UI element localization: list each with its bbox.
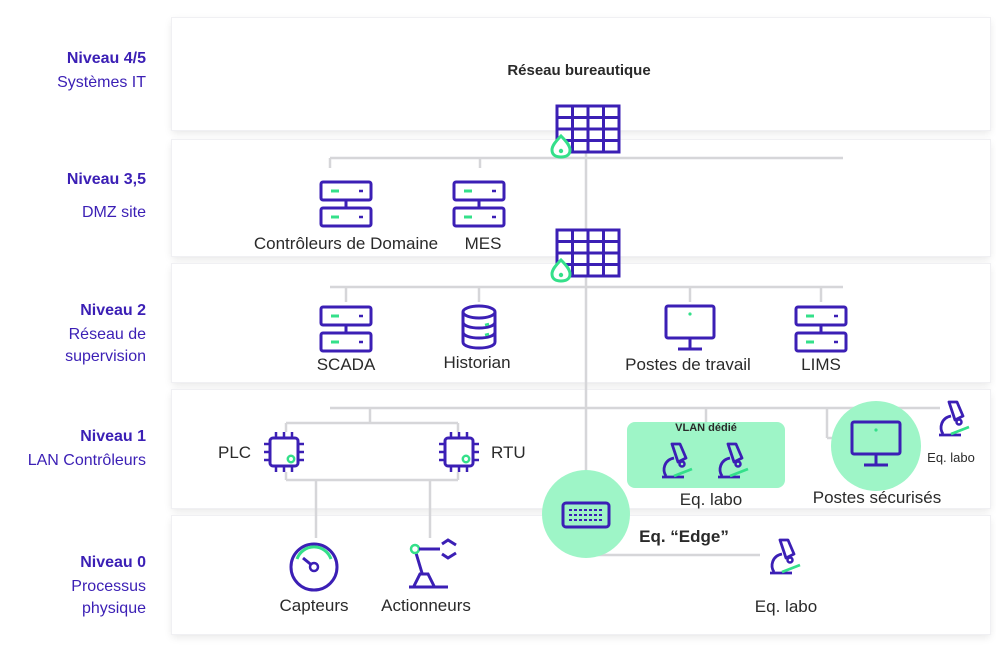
monitor-icon-workstations [664, 304, 716, 351]
server-icon-domain-controllers [319, 180, 373, 228]
edge-device-icon [561, 501, 611, 529]
connection-lines [284, 150, 940, 557]
actuators-label: Actionneurs [381, 596, 471, 615]
chip-icon-plc [262, 430, 306, 474]
workstations-label: Postes de travail [625, 355, 751, 374]
vlan-label: VLAN dédié [675, 422, 737, 434]
plc-label: PLC [218, 443, 252, 462]
mes-label: MES [464, 234, 502, 253]
firewall-icon-top [550, 104, 621, 159]
rtu-label: RTU [491, 443, 526, 462]
lab-equipment-small-label: Eq. labo [927, 450, 975, 465]
lab-equipment-level0-label: Eq. labo [754, 597, 818, 616]
domain-controllers-label: Contrôleurs de Domaine [253, 234, 439, 253]
level-0-subtitle-line2: physique [81, 600, 146, 617]
level-2-subtitle-line2: supervision [65, 348, 146, 365]
gauge-icon [289, 542, 339, 592]
level-4-5-subtitle: Systèmes IT [57, 74, 146, 91]
scada-label: SCADA [316, 355, 376, 374]
database-icon-historian [461, 304, 497, 350]
level-3-5-title: Niveau 3,5 [66, 171, 146, 188]
level-0-subtitle-line1: Processus [71, 578, 146, 595]
level-4-5-title: Niveau 4/5 [66, 50, 146, 67]
level-1-subtitle: LAN Contrôleurs [27, 452, 146, 469]
lab-equipment-vlan-label: Eq. labo [679, 490, 743, 509]
historian-label: Historian [443, 353, 511, 372]
edge-label: Eq. “Edge” [639, 527, 729, 546]
lims-label: LIMS [801, 355, 841, 374]
secure-workstations-halo [831, 401, 921, 491]
microscope-icon-level0 [768, 538, 802, 575]
level-2-title: Niveau 2 [80, 302, 146, 319]
server-icon-mes [452, 180, 506, 228]
server-icon-scada [319, 305, 373, 353]
server-icon-lims [794, 305, 848, 353]
firewall-icon-dmz [550, 228, 621, 283]
chip-icon-rtu [437, 430, 481, 474]
sensors-label: Capteurs [279, 596, 349, 615]
secure-workstations-label: Postes sécurisés [812, 488, 942, 507]
level-2-subtitle-line1: Réseau de [68, 326, 146, 343]
office-network-label: Réseau bureautique [507, 62, 651, 79]
level-0-title: Niveau 0 [80, 554, 146, 571]
band-level-2 [172, 264, 990, 382]
level-3-5-subtitle: DMZ site [82, 204, 146, 221]
robot-arm-icon [409, 538, 457, 589]
microscope-icon-small [937, 400, 971, 437]
level-1-title: Niveau 1 [80, 428, 146, 445]
vlan-box [627, 422, 785, 488]
